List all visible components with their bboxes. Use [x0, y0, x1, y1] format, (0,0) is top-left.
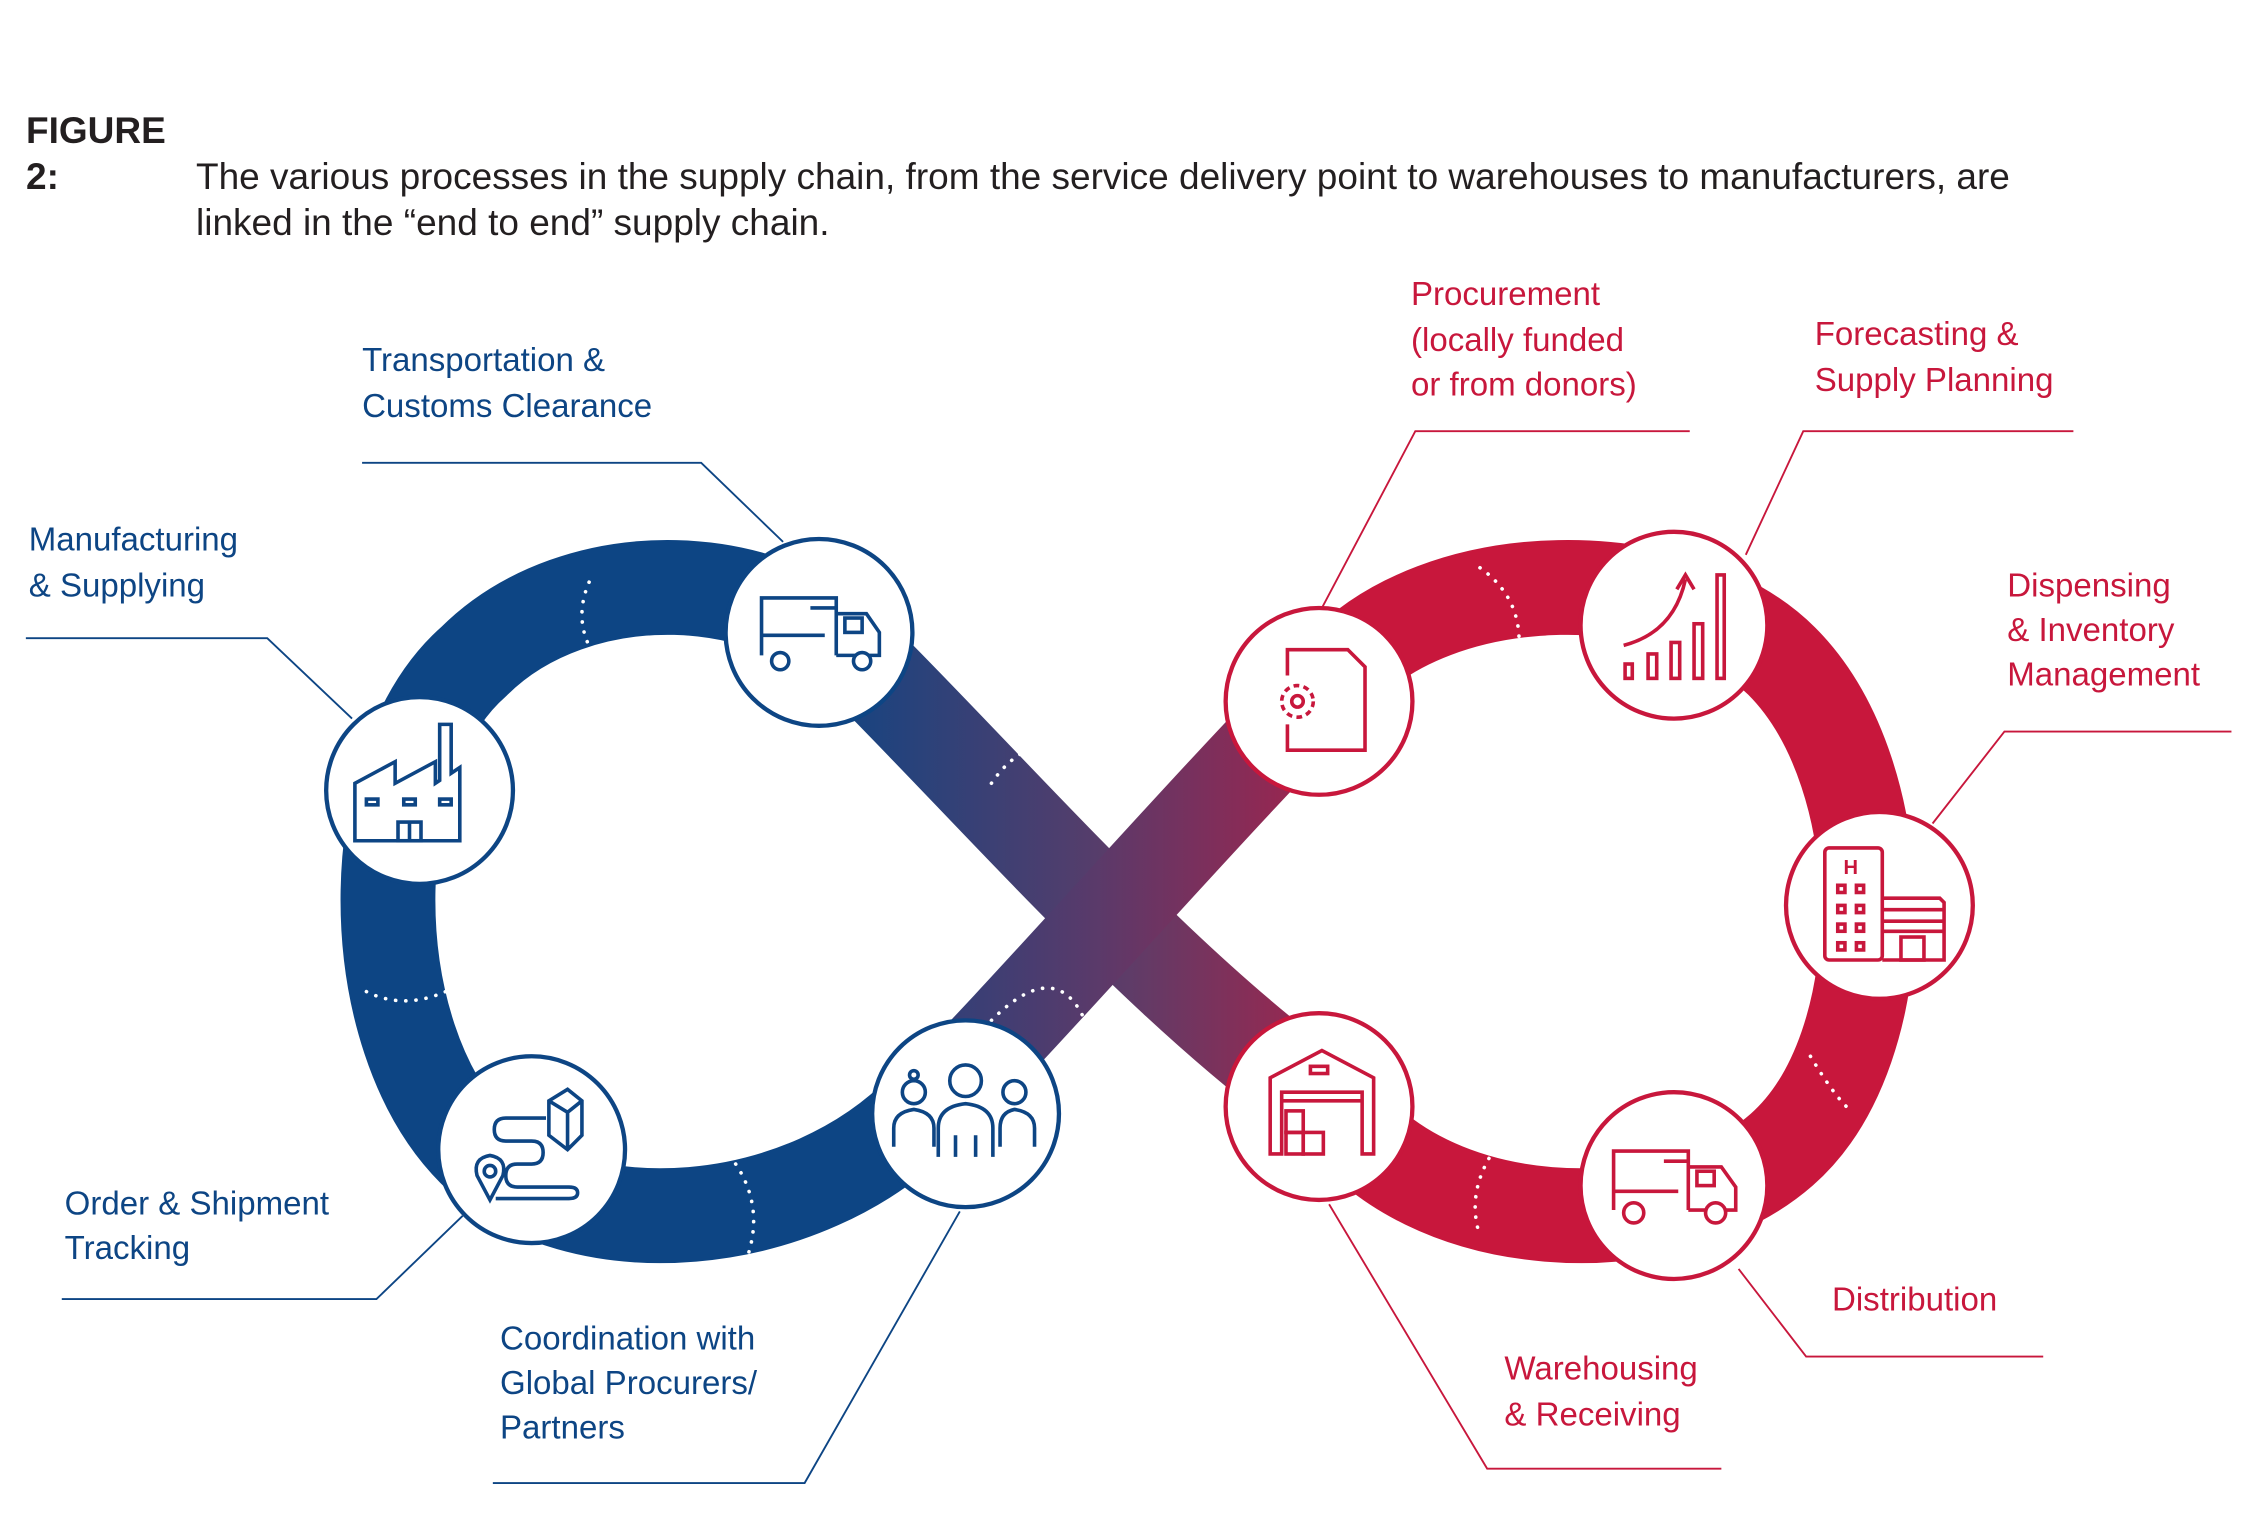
node-procurement: [1223, 605, 1415, 797]
node-tracking: [436, 1054, 628, 1246]
leader-transportation: [362, 461, 784, 543]
document-gear-icon: [1279, 647, 1367, 753]
node-coordination: [870, 1018, 1062, 1210]
figure-label: FIGURE 2:: [26, 110, 166, 197]
leader-coordination: [492, 1210, 961, 1484]
left-loop: [340, 540, 962, 1263]
delivery-truck-icon: [1611, 1149, 1738, 1225]
growth-chart-icon: [1623, 571, 1727, 681]
warehouse-icon: [1268, 1048, 1376, 1156]
route-package-icon: [474, 1087, 584, 1204]
node-dispensing: H: [1783, 809, 1975, 1001]
segment-dividers: [364, 565, 1849, 1260]
label-tracking: Order & Shipment Tracking: [65, 1185, 339, 1267]
factory-icon: [353, 722, 462, 843]
label-distribution: Distribution: [1832, 1282, 1997, 1319]
leader-tracking: [61, 1215, 464, 1301]
label-procurement: Procurement (locally funded or from dono…: [1411, 276, 1637, 404]
people-group-icon: [891, 1063, 1037, 1157]
label-warehousing: Warehousing & Receiving: [1504, 1351, 1707, 1434]
caption-line-2: linked in the “end to end” supply chain.: [196, 202, 830, 243]
label-coordination: Coordination with Global Procurers/ Part…: [500, 1320, 766, 1446]
caption-line-1: The various processes in the supply chai…: [196, 156, 2010, 197]
node-forecasting: [1578, 529, 1770, 721]
node-warehousing: [1223, 1011, 1415, 1203]
label-dispensing: Dispensing & Inventory Management: [2007, 567, 2200, 693]
label-transportation: Transportation & Customs Clearance: [362, 342, 652, 425]
leader-procurement: [1321, 430, 1690, 609]
stage-nodes: H: [324, 529, 1975, 1282]
node-distribution: [1578, 1090, 1770, 1282]
node-transportation: [723, 536, 915, 728]
leader-dispensing: [1931, 730, 2232, 825]
leader-warehousing: [1328, 1203, 1722, 1470]
leader-manufacturing: [25, 637, 353, 720]
node-manufacturing: [324, 694, 516, 887]
leader-forecasting: [1744, 430, 2074, 556]
leader-lines: [25, 430, 2232, 1484]
label-forecasting: Forecasting & Supply Planning: [1815, 316, 2054, 399]
svg-text:H: H: [1843, 857, 1858, 879]
stage-labels: Transportation & Customs Clearance Manuf…: [29, 276, 2200, 1447]
hospital-icon: H: [1823, 846, 1946, 962]
truck-icon: [759, 596, 882, 672]
leader-distribution: [1737, 1268, 2044, 1358]
label-manufacturing: Manufacturing & Supplying: [29, 521, 248, 604]
figure-caption: FIGURE 2: The various processes in the su…: [26, 108, 2016, 246]
